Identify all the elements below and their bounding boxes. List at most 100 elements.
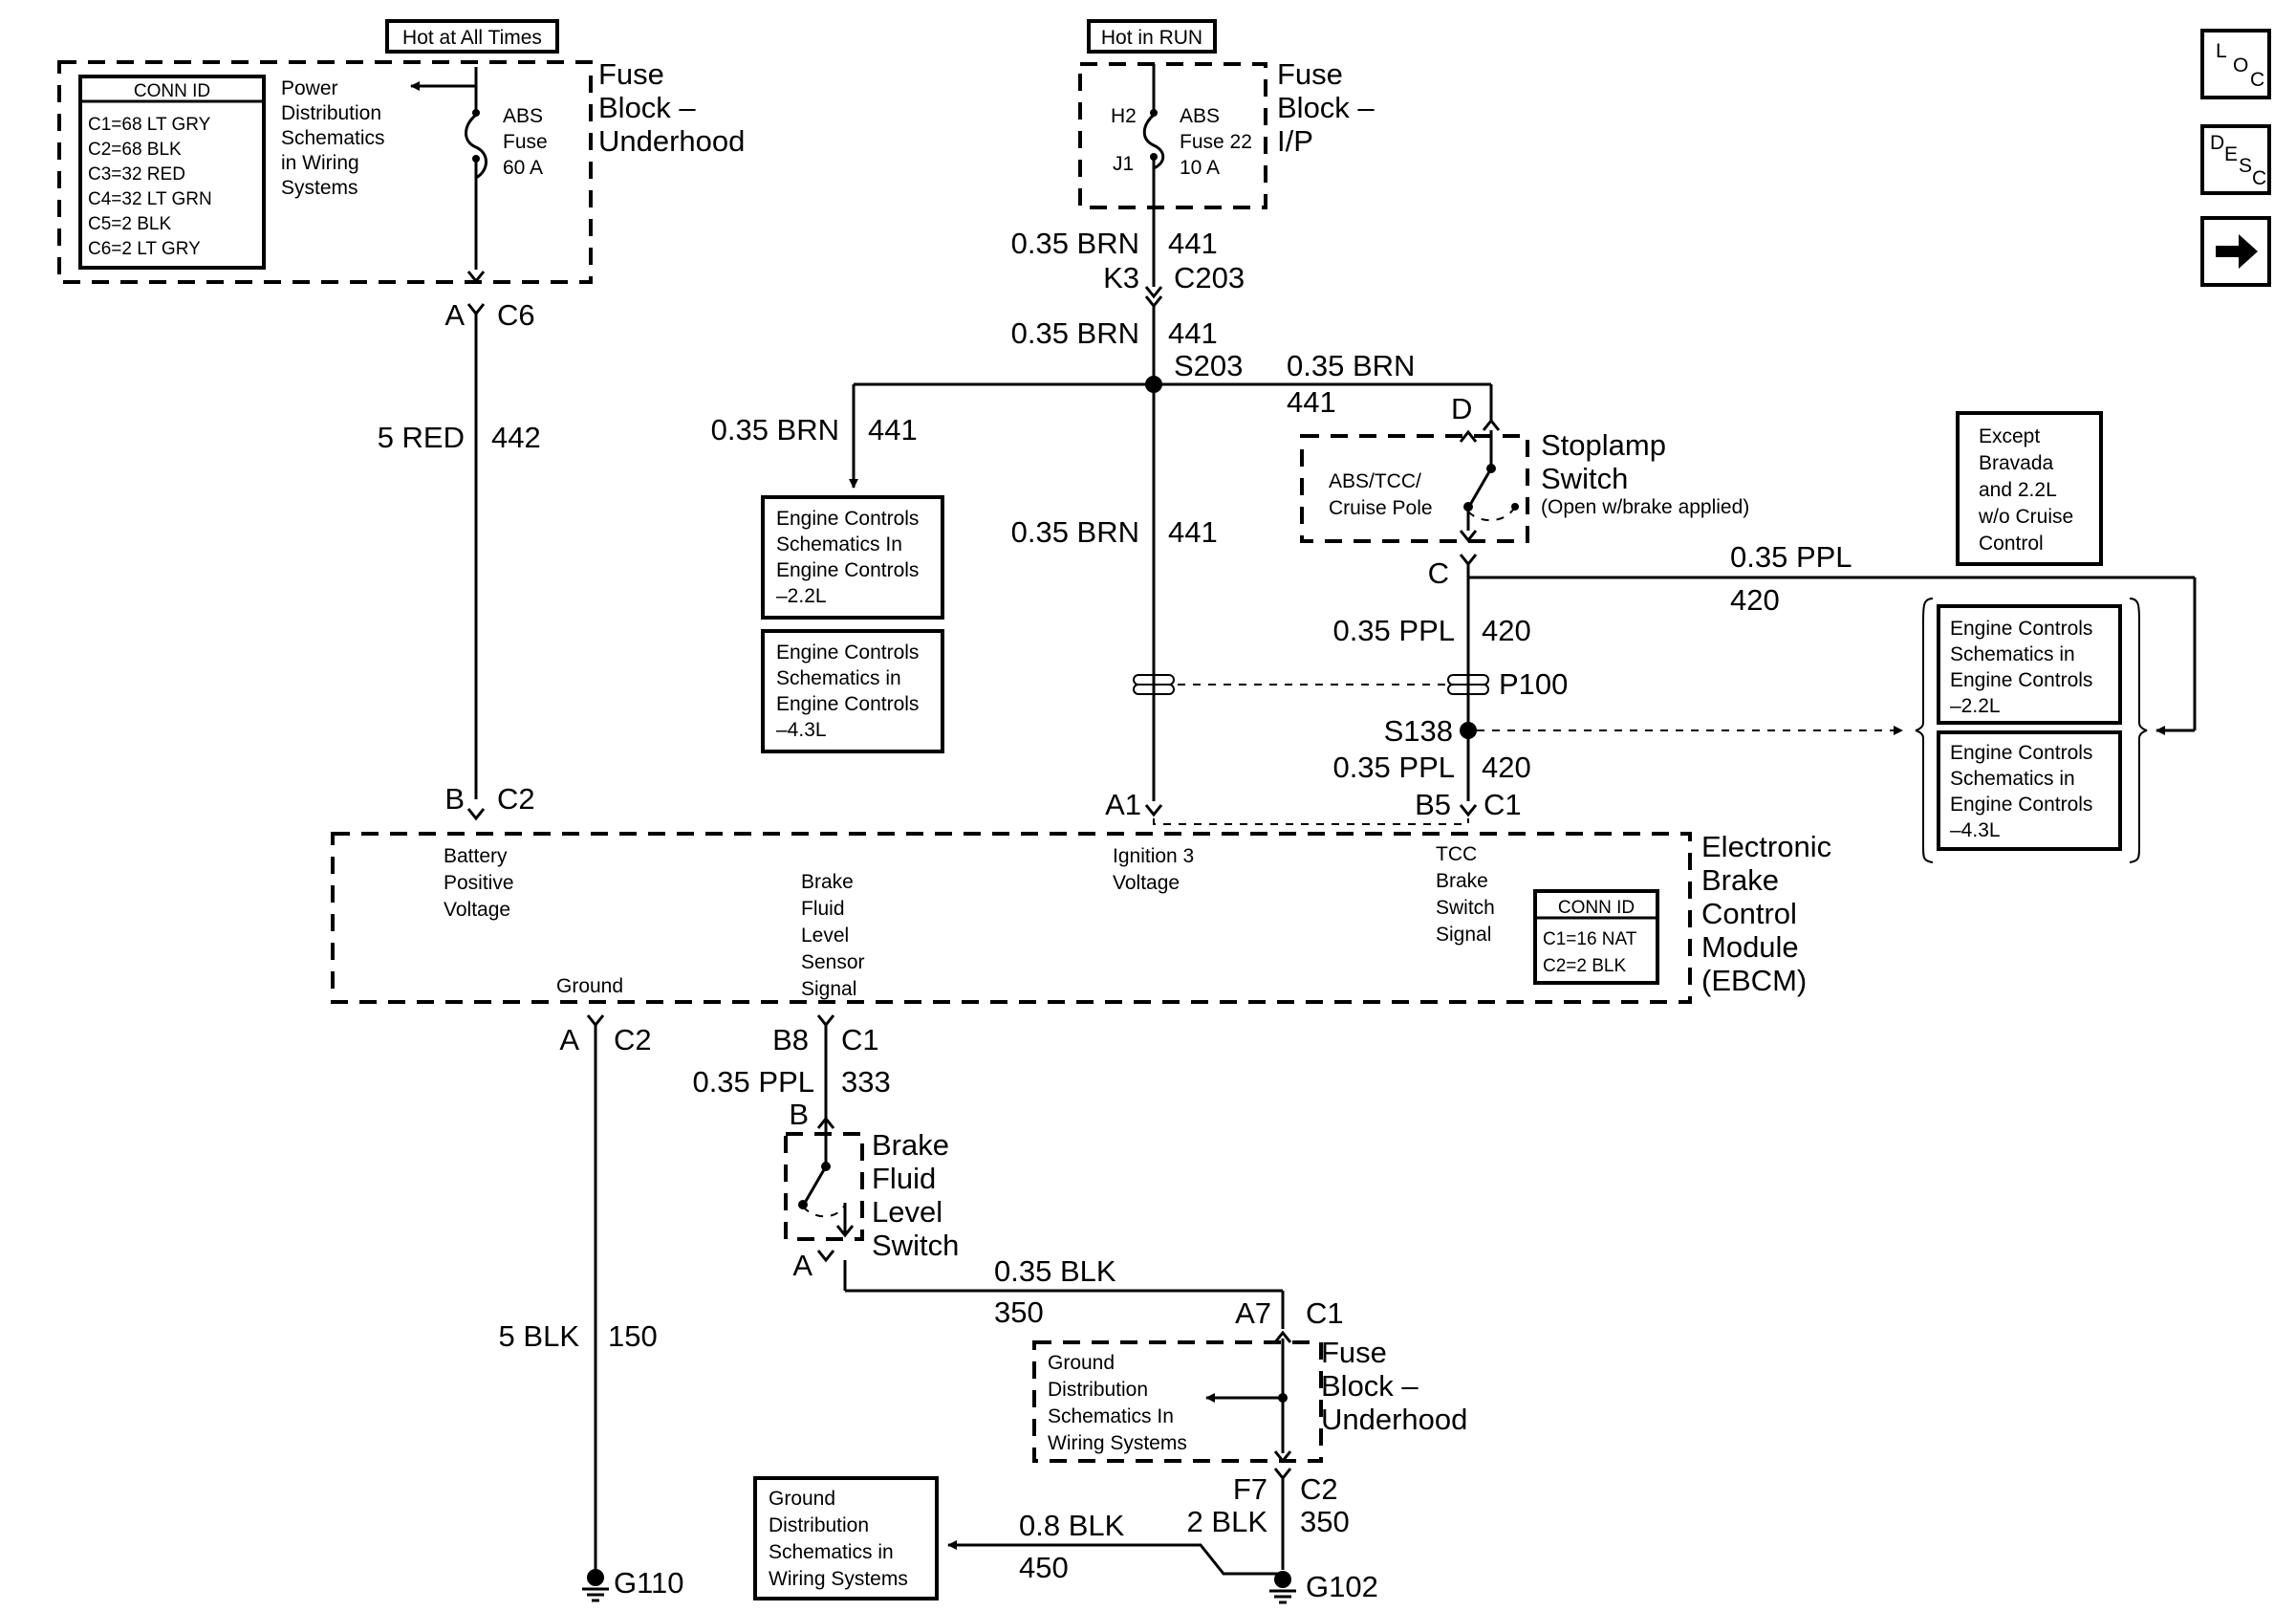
svg-text:333: 333 xyxy=(841,1065,891,1099)
engine-controls-box-2-2l-right: Engine Controls Schematics in Engine Con… xyxy=(1937,604,2122,725)
svg-text:Distribution: Distribution xyxy=(281,102,381,124)
svg-text:C5=2 BLK: C5=2 BLK xyxy=(88,214,171,234)
svg-text:S138: S138 xyxy=(1384,714,1453,748)
svg-text:Ground: Ground xyxy=(556,975,623,997)
svg-text:Switch: Switch xyxy=(872,1229,959,1262)
svg-text:D: D xyxy=(1451,392,1472,425)
svg-text:Control: Control xyxy=(1701,897,1797,930)
ground-distribution-box: Ground Distribution Schematics in Wiring… xyxy=(753,1476,939,1600)
svg-text:C1: C1 xyxy=(841,1023,879,1056)
svg-text:0.8 BLK: 0.8 BLK xyxy=(1019,1509,1125,1542)
svg-text:B: B xyxy=(444,782,465,816)
svg-text:Block –: Block – xyxy=(1321,1369,1419,1403)
ground-g110: G110 xyxy=(582,1566,684,1602)
engine-controls-box-4-3l-left: Engine Controls Schematics in Engine Con… xyxy=(761,629,944,753)
svg-text:Fuse: Fuse xyxy=(503,131,548,153)
svg-text:C2: C2 xyxy=(497,782,535,816)
svg-text:Schematics In: Schematics In xyxy=(1048,1405,1174,1427)
svg-text:Block –: Block – xyxy=(598,91,696,124)
svg-text:w/o Cruise: w/o Cruise xyxy=(1978,506,2073,528)
svg-text:60 A: 60 A xyxy=(503,157,543,179)
svg-text:Brake: Brake xyxy=(1436,870,1488,892)
desc-icon[interactable]: D E S C xyxy=(2200,124,2271,195)
engine-controls-box-4-3l-right: Engine Controls Schematics in Engine Con… xyxy=(1937,730,2122,851)
svg-text:B: B xyxy=(789,1098,809,1131)
svg-text:–2.2L: –2.2L xyxy=(1950,695,2001,717)
svg-text:G110: G110 xyxy=(614,1566,684,1600)
svg-text:S: S xyxy=(2239,155,2252,177)
fuse-block-underhood-bottom: Fuse Block – Underhood Ground Distributi… xyxy=(1032,1330,1467,1481)
svg-text:0.35 BRN: 0.35 BRN xyxy=(711,413,839,446)
hot-in-run-label: Hot in RUN xyxy=(1087,19,1217,54)
svg-text:G102: G102 xyxy=(1306,1570,1378,1603)
svg-text:0.35 BRN: 0.35 BRN xyxy=(1011,515,1139,549)
loc-icon[interactable]: L O C xyxy=(2200,29,2271,99)
ground-g102: G102 xyxy=(1269,1570,1378,1604)
svg-text:Wiring Systems: Wiring Systems xyxy=(1048,1432,1187,1454)
svg-text:C203: C203 xyxy=(1174,261,1245,294)
svg-text:Level: Level xyxy=(872,1195,942,1229)
wire-150: A C2 5 BLK 150 xyxy=(499,1014,658,1572)
wire-450: 0.8 BLK 450 xyxy=(947,1509,1283,1584)
svg-text:ABS/TCC/: ABS/TCC/ xyxy=(1329,470,1421,492)
svg-text:Fuse: Fuse xyxy=(1321,1336,1387,1369)
svg-text:420: 420 xyxy=(1482,614,1531,647)
svg-text:Module: Module xyxy=(1701,930,1799,964)
svg-text:Level: Level xyxy=(801,925,849,947)
svg-text:CONN ID: CONN ID xyxy=(134,81,210,101)
svg-text:P100: P100 xyxy=(1499,667,1568,701)
svg-text:Engine Controls: Engine Controls xyxy=(1950,618,2092,640)
svg-text:Engine Controls: Engine Controls xyxy=(776,693,919,715)
svg-text:5 BLK: 5 BLK xyxy=(499,1319,580,1353)
svg-text:350: 350 xyxy=(994,1295,1044,1329)
svg-text:441: 441 xyxy=(1168,227,1218,260)
svg-text:Bravada: Bravada xyxy=(1979,452,2054,474)
svg-text:TCC: TCC xyxy=(1436,843,1477,865)
svg-text:A: A xyxy=(792,1249,812,1282)
svg-text:Brake: Brake xyxy=(872,1128,949,1162)
svg-text:Fuse 22: Fuse 22 xyxy=(1180,131,1252,153)
svg-text:–4.3L: –4.3L xyxy=(776,719,827,741)
svg-text:C: C xyxy=(2250,69,2264,91)
svg-text:Schematics in: Schematics in xyxy=(1950,768,2075,790)
svg-text:A7: A7 xyxy=(1235,1296,1271,1330)
svg-text:C2=2 BLK: C2=2 BLK xyxy=(1543,956,1626,976)
svg-text:441: 441 xyxy=(868,413,918,446)
svg-text:–4.3L: –4.3L xyxy=(1950,819,2001,841)
hot-at-all-times-label: Hot at All Times xyxy=(385,19,559,54)
svg-text:0.35 PPL: 0.35 PPL xyxy=(1730,540,1852,574)
stoplamp-switch: Stoplamp Switch (Open w/brake applied) A… xyxy=(1300,428,1749,590)
svg-text:150: 150 xyxy=(608,1319,658,1353)
svg-text:C6=2 LT GRY: C6=2 LT GRY xyxy=(88,239,201,259)
svg-text:K3: K3 xyxy=(1103,261,1139,294)
svg-text:F7: F7 xyxy=(1233,1472,1267,1506)
next-arrow-icon[interactable] xyxy=(2200,216,2271,287)
svg-text:420: 420 xyxy=(1730,583,1780,617)
svg-text:Stoplamp: Stoplamp xyxy=(1541,428,1666,462)
svg-text:Hot at All Times: Hot at All Times xyxy=(402,27,542,49)
svg-text:C1: C1 xyxy=(1484,788,1522,821)
conn-id-table-underhood: CONN ID C1=68 LT GRY C2=68 BLK C3=32 RED… xyxy=(78,75,266,270)
svg-text:ABS: ABS xyxy=(503,105,543,127)
svg-text:Fluid: Fluid xyxy=(872,1162,936,1195)
svg-text:B8: B8 xyxy=(772,1023,809,1056)
svg-text:H2: H2 xyxy=(1111,105,1137,127)
svg-text:441: 441 xyxy=(1168,515,1218,549)
svg-text:Fuse: Fuse xyxy=(1277,57,1343,91)
svg-text:Engine Controls: Engine Controls xyxy=(776,559,919,581)
abs-fuse-60a: ABS Fuse 60 A xyxy=(465,67,548,270)
svg-text:5 RED: 5 RED xyxy=(378,421,465,454)
svg-text:Except: Except xyxy=(1979,425,2040,447)
svg-text:C: C xyxy=(1428,556,1449,590)
svg-text:Signal: Signal xyxy=(801,978,856,1000)
svg-text:C2: C2 xyxy=(614,1023,652,1056)
svg-text:Control: Control xyxy=(1979,533,2044,555)
abs-fuse-22: ABS Fuse 22 10 A xyxy=(1142,64,1252,179)
svg-text:Voltage: Voltage xyxy=(444,899,510,921)
svg-text:Battery: Battery xyxy=(444,845,508,867)
svg-text:Ground: Ground xyxy=(769,1488,835,1510)
brake-fluid-level-switch: Brake Fluid Level Switch A xyxy=(784,1128,959,1282)
svg-text:Engine Controls: Engine Controls xyxy=(776,508,919,530)
svg-text:Fluid: Fluid xyxy=(801,898,845,920)
